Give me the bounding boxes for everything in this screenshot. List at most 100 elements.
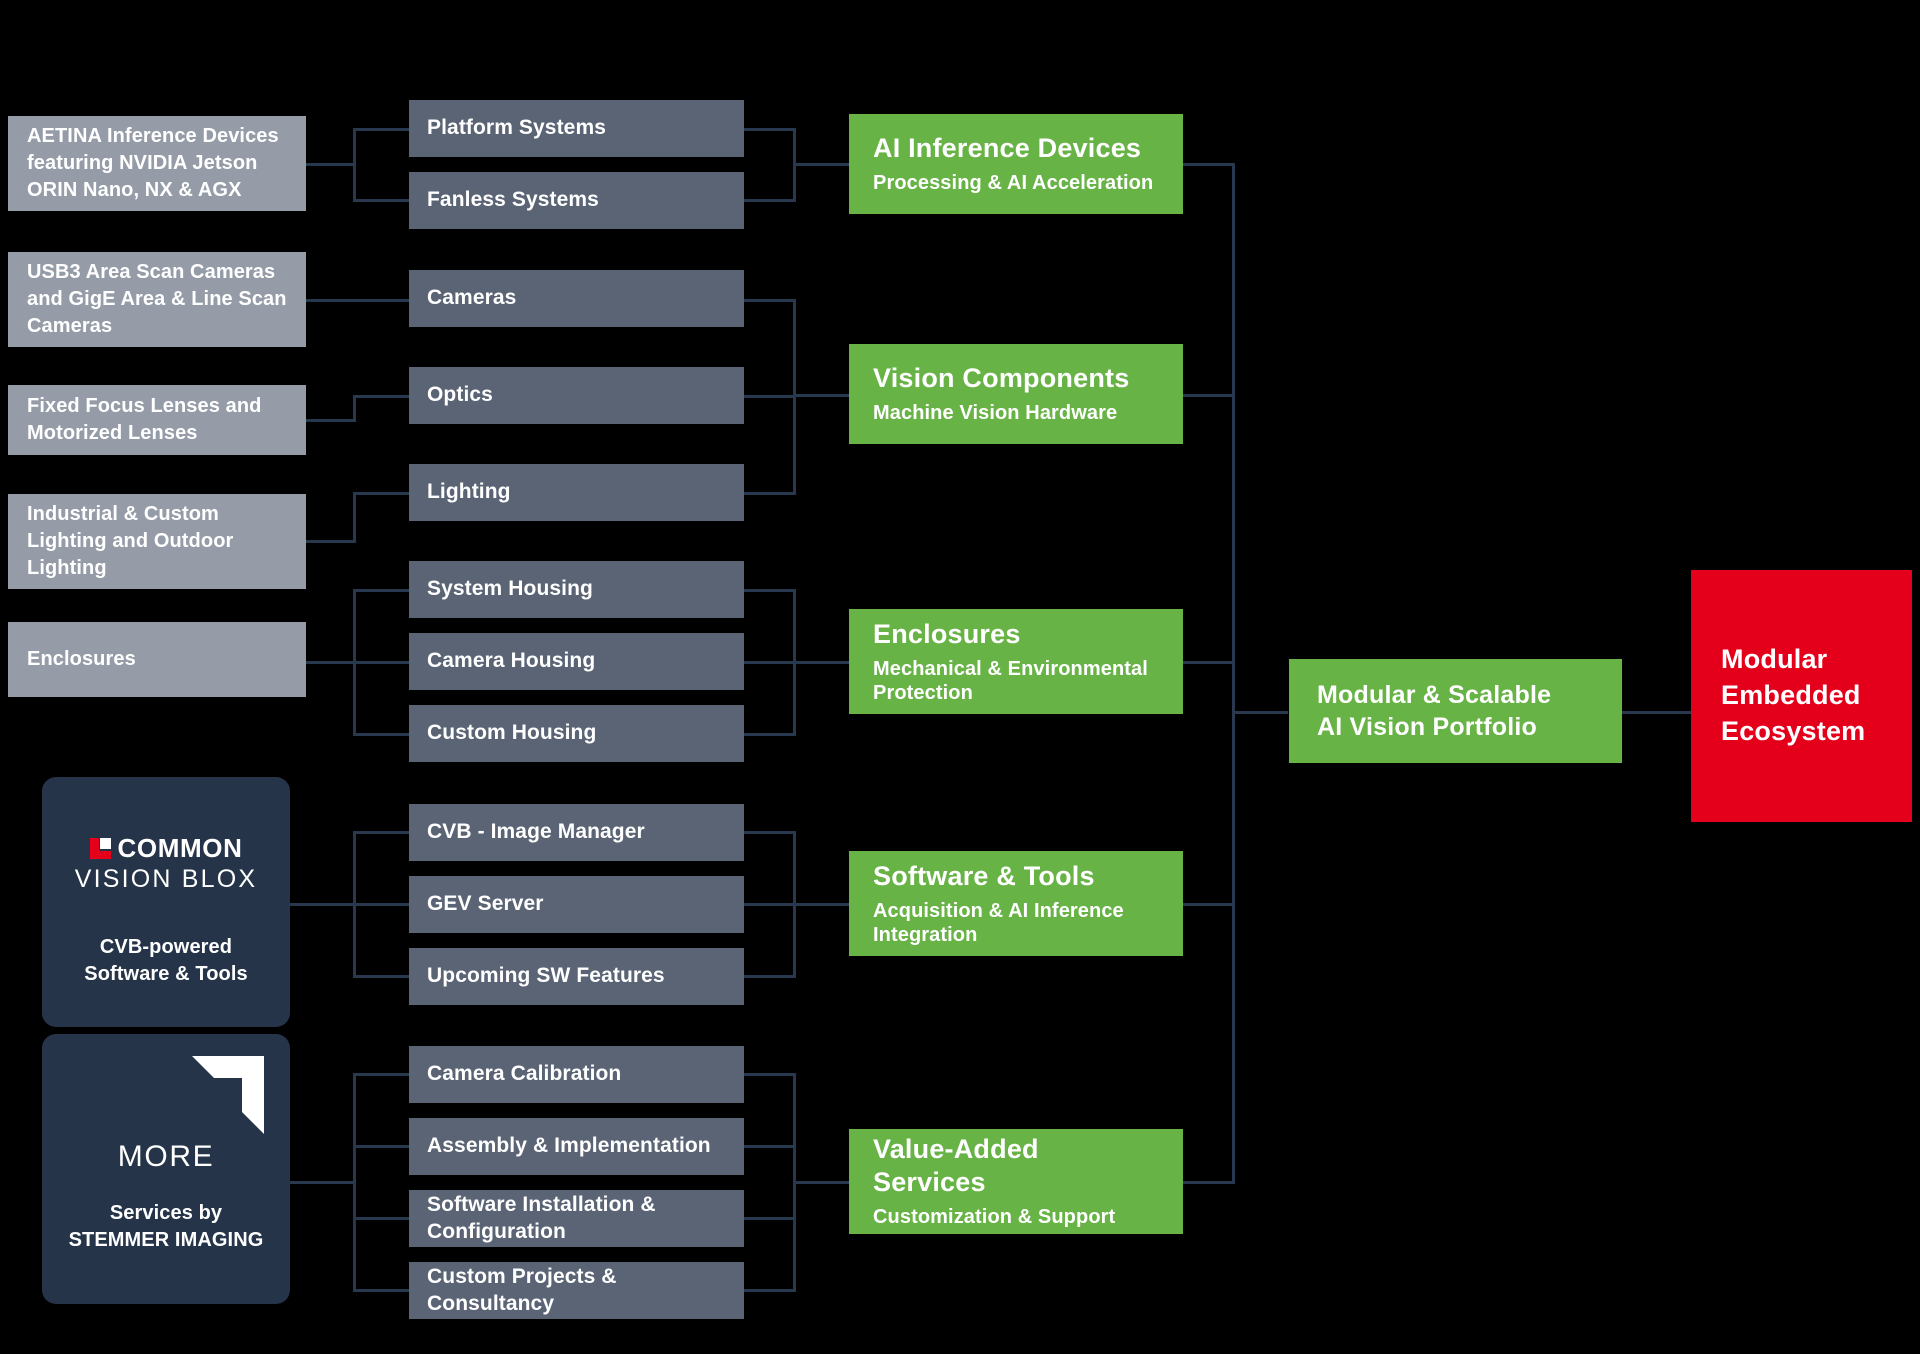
connector xyxy=(744,831,796,834)
component-box-cvb-image-manager[interactable]: CVB - Image Manager xyxy=(409,804,744,861)
component-box-label: Platform Systems xyxy=(427,116,607,140)
brand-card-caption-line2: Software & Tools xyxy=(84,962,248,985)
common-vision-blox-logo: COMMON VISION BLOX xyxy=(42,835,290,894)
component-box-label: System Housing xyxy=(427,577,593,601)
ecosystem-line3: Ecosystem xyxy=(1721,715,1866,746)
connector xyxy=(306,661,356,664)
connector xyxy=(353,395,356,422)
component-box-label: CVB - Image Manager xyxy=(427,820,645,844)
category-subtitle: Acquisition & AI Inference Integration xyxy=(873,899,1124,946)
ecosystem-box[interactable]: Modular Embedded Ecosystem xyxy=(1691,570,1912,822)
component-box-assembly-implementation[interactable]: Assembly & Implementation xyxy=(409,1118,744,1175)
source-box-cameras[interactable]: USB3 Area Scan Cameras and GigE Area & L… xyxy=(8,252,306,347)
connector xyxy=(744,299,796,302)
category-title: Value-Added Services xyxy=(873,1134,1039,1198)
component-box-label: Optics xyxy=(427,383,493,407)
connector xyxy=(353,128,411,131)
connector xyxy=(353,1073,356,1290)
component-box-fanless-systems[interactable]: Fanless Systems xyxy=(409,172,744,229)
connector xyxy=(353,733,411,736)
connector xyxy=(744,1145,796,1148)
component-box-label: Upcoming SW Features xyxy=(427,964,665,988)
connector xyxy=(744,733,796,736)
connector xyxy=(353,661,411,664)
source-box-lighting[interactable]: Industrial & Custom Lighting and Outdoor… xyxy=(8,494,306,589)
connector xyxy=(306,299,411,302)
connector xyxy=(306,419,356,422)
portfolio-box[interactable]: Modular & Scalable AI Vision Portfolio xyxy=(1289,659,1622,763)
connector xyxy=(793,163,850,166)
connector xyxy=(793,1181,850,1184)
brand-card-caption: CVB-powered Software & Tools xyxy=(42,934,290,988)
category-subtitle: Customization & Support xyxy=(873,1206,1116,1229)
cvb-logo-line1-row: COMMON xyxy=(89,833,243,863)
source-box-enclosures[interactable]: Enclosures xyxy=(8,622,306,697)
component-box-upcoming-sw-features[interactable]: Upcoming SW Features xyxy=(409,948,744,1005)
cvb-logo-line1: COMMON xyxy=(117,833,243,863)
category-title: Enclosures xyxy=(873,618,1021,649)
category-box-value-added-services[interactable]: Value-Added Services Customization & Sup… xyxy=(849,1129,1183,1234)
connector xyxy=(1232,163,1235,1184)
source-box-label: Industrial & Custom Lighting and Outdoor… xyxy=(27,503,234,579)
category-title: AI Inference Devices xyxy=(873,133,1142,164)
connector xyxy=(353,395,411,398)
component-box-label: GEV Server xyxy=(427,892,544,916)
component-box-camera-calibration[interactable]: Camera Calibration xyxy=(409,1046,744,1103)
connector xyxy=(744,395,796,398)
brand-card-common-vision-blox[interactable]: COMMON VISION BLOX CVB-powered Software … xyxy=(42,777,290,1027)
portfolio-line1: Modular & Scalable xyxy=(1317,680,1552,709)
connector xyxy=(353,1073,411,1076)
connector xyxy=(353,492,356,543)
component-box-label: Cameras xyxy=(427,286,517,310)
brand-card-caption: Services by STEMMER IMAGING xyxy=(42,1200,290,1254)
connector xyxy=(744,128,796,131)
component-box-camera-housing[interactable]: Camera Housing xyxy=(409,633,744,690)
category-title: Vision Components xyxy=(873,363,1130,394)
source-box-lenses[interactable]: Fixed Focus Lenses and Motorized Lenses xyxy=(8,385,306,455)
connector xyxy=(353,1217,411,1220)
component-box-custom-projects[interactable]: Custom Projects & Consultancy xyxy=(409,1262,744,1319)
connector xyxy=(1183,163,1235,166)
connector xyxy=(744,1073,796,1076)
component-box-platform-systems[interactable]: Platform Systems xyxy=(409,100,744,157)
connector xyxy=(744,661,796,664)
component-box-custom-housing[interactable]: Custom Housing xyxy=(409,705,744,762)
connector xyxy=(290,903,356,906)
connector xyxy=(1183,394,1235,397)
component-box-label: Fanless Systems xyxy=(427,188,599,212)
connector xyxy=(1183,903,1235,906)
component-box-cameras[interactable]: Cameras xyxy=(409,270,744,327)
category-box-software-tools[interactable]: Software & Tools Acquisition & AI Infere… xyxy=(849,851,1183,956)
component-box-label: Custom Housing xyxy=(427,721,597,745)
cvb-mark-icon xyxy=(89,837,111,859)
connector xyxy=(793,661,850,664)
component-box-label: Assembly & Implementation xyxy=(427,1134,711,1158)
source-box-aetina[interactable]: AETINA Inference Devices featuring NVIDI… xyxy=(8,116,306,211)
category-box-vision-components[interactable]: Vision Components Machine Vision Hardwar… xyxy=(849,344,1183,444)
component-box-system-housing[interactable]: System Housing xyxy=(409,561,744,618)
connector xyxy=(793,903,850,906)
source-box-label: AETINA Inference Devices featuring NVIDI… xyxy=(27,125,279,201)
connector xyxy=(744,1289,796,1292)
connector xyxy=(744,903,796,906)
connector xyxy=(1183,1181,1235,1184)
component-box-label: Custom Projects & Consultancy xyxy=(427,1264,617,1315)
connector xyxy=(793,394,850,397)
component-box-label: Camera Housing xyxy=(427,649,596,673)
connector xyxy=(306,540,356,543)
category-box-enclosures[interactable]: Enclosures Mechanical & Environmental Pr… xyxy=(849,609,1183,714)
connector xyxy=(353,975,411,978)
connector xyxy=(353,1145,411,1148)
brand-card-more[interactable]: MORE Services by STEMMER IMAGING xyxy=(42,1034,290,1304)
component-box-software-installation[interactable]: Software Installation & Configuration xyxy=(409,1190,744,1247)
category-box-ai-inference-devices[interactable]: AI Inference Devices Processing & AI Acc… xyxy=(849,114,1183,214)
connector xyxy=(353,903,411,906)
component-box-optics[interactable]: Optics xyxy=(409,367,744,424)
component-box-label: Camera Calibration xyxy=(427,1062,622,1086)
component-box-lighting[interactable]: Lighting xyxy=(409,464,744,521)
portfolio-line2: AI Vision Portfolio xyxy=(1317,713,1538,741)
component-box-gev-server[interactable]: GEV Server xyxy=(409,876,744,933)
connector xyxy=(290,1181,356,1184)
connector xyxy=(353,589,411,592)
